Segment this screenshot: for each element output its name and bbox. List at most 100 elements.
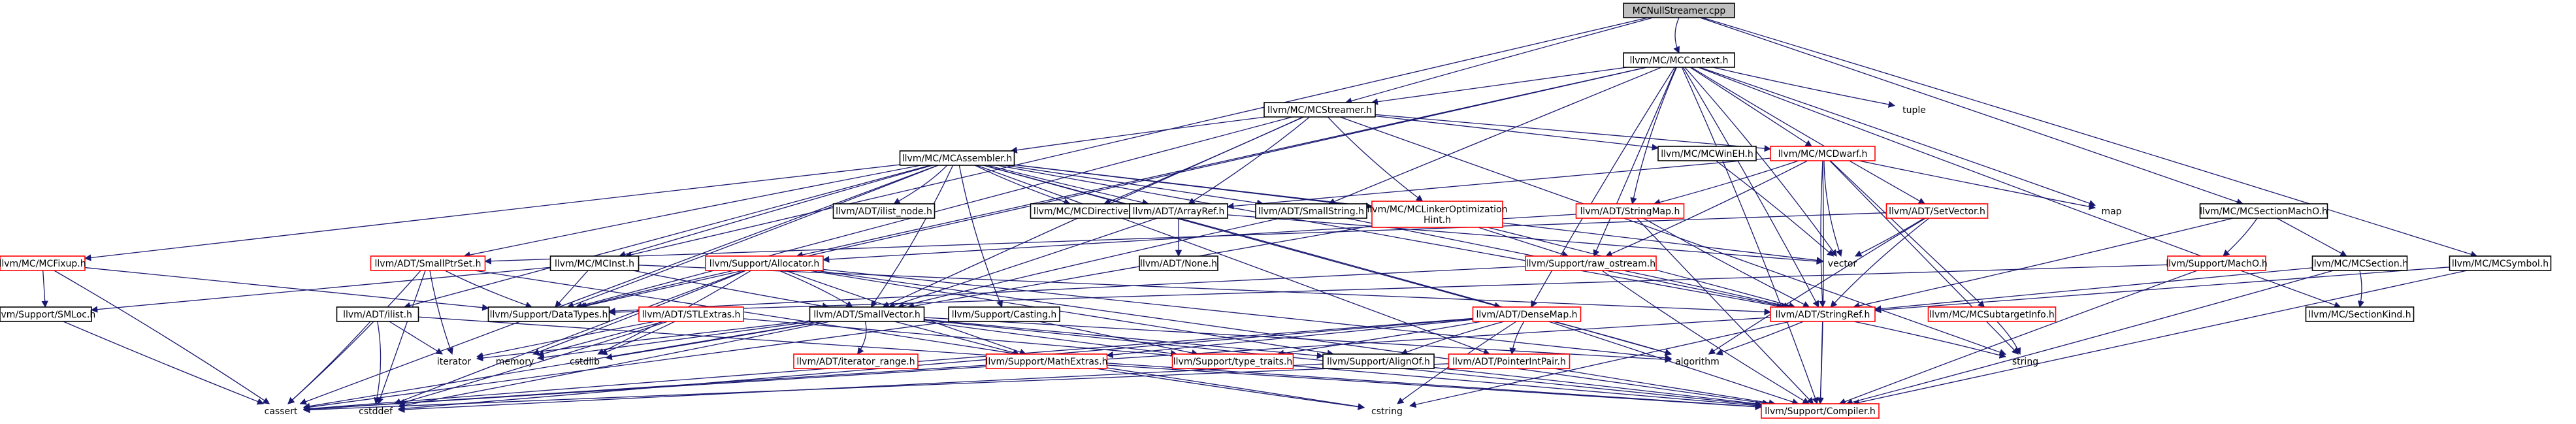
edge-mccontext-to-sectionkind: [1698, 67, 2341, 308]
node-smallvector[interactable]: llvm/ADT/SmallVector.h: [809, 306, 925, 322]
node-label: llvm/Support/AlignOf.h: [1327, 357, 1430, 367]
node-mcsymbol[interactable]: llvm/MC/MCSymbol.h: [2449, 255, 2552, 271]
node-cstddef[interactable]: cstddef: [353, 404, 399, 418]
node-label: llvm/ADT/StringRef.h: [1776, 310, 1870, 320]
node-ilist[interactable]: llvm/ADT/ilist.h: [336, 306, 419, 322]
edge-mcsectionmacho-to-mcsection: [2276, 218, 2347, 257]
node-typetraits[interactable]: llvm/Support/type_traits.h: [1171, 353, 1294, 369]
edge-densemap-to-pointerintpair: [1509, 321, 1525, 355]
edge-mcfixup-to-datatypes: [84, 267, 489, 311]
edge-smallvector-to-alignof: [924, 319, 1324, 359]
edge-mcfixup-to-smloc: [41, 270, 48, 308]
node-mccontext[interactable]: llvm/MC/MCContext.h: [1623, 52, 1735, 68]
edge-mccontext-to-rawostream: [1593, 67, 1676, 257]
edge-mcsectionmacho-to-macho: [2223, 218, 2258, 257]
node-densemap[interactable]: llvm/ADT/DenseMap.h: [1472, 306, 1582, 322]
node-none[interactable]: llvm/ADT/None.h: [1139, 255, 1218, 271]
node-datatypes[interactable]: llvm/Support/DataTypes.h: [487, 306, 610, 322]
node-mathextras[interactable]: llvm/Support/MathExtras.h: [985, 353, 1108, 369]
node-setvector[interactable]: llvm/ADT/SetVector.h: [1885, 203, 1989, 219]
node-vector[interactable]: vector: [1823, 256, 1862, 270]
node-tuple[interactable]: tuple: [1895, 103, 1934, 117]
node-cstring[interactable]: cstring: [1364, 404, 1410, 418]
node-mcsectionmacho[interactable]: llvm/MC/MCSectionMachO.h: [2199, 203, 2328, 219]
node-iterator[interactable]: iterator: [431, 354, 477, 368]
node-cassert[interactable]: cassert: [258, 404, 304, 418]
node-label: llvm/Support/SMLoc.h: [0, 310, 95, 320]
node-label: llvm/MC/SectionKind.h: [2308, 310, 2411, 320]
node-label: llvm/MC/MCSection.h: [2311, 259, 2408, 269]
node-label: llvm/ADT/ilist_node.h: [836, 206, 932, 217]
node-label: Hint.h: [1424, 215, 1451, 225]
node-root[interactable]: MCNullStreamer.cpp: [1623, 3, 1735, 18]
edge-alignof-to-compiler: [1433, 367, 1763, 407]
edge-allocator-to-smallvector: [778, 270, 853, 308]
edge-rawostream-to-datatypes: [608, 266, 1526, 315]
node-stringmap[interactable]: llvm/ADT/StringMap.h: [1575, 203, 1685, 219]
node-mcwinhe[interactable]: llvm/MC/MCWinEH.h: [1657, 146, 1757, 161]
node-pointerintpair[interactable]: llvm/ADT/PointerIntPair.h: [1448, 353, 1571, 369]
edge-densemap-to-cstddef: [397, 318, 1473, 412]
edge-mccontext-to-mcstreamer: [1371, 67, 1627, 105]
node-stlextras[interactable]: llvm/ADT/STLExtras.h: [638, 306, 744, 322]
node-box: [1371, 201, 1503, 228]
node-box: [0, 306, 92, 322]
edge-root-to-mcsymbol: [1702, 17, 2478, 258]
node-casting[interactable]: llvm/Support/Casting.h: [948, 306, 1060, 322]
node-layer: MCNullStreamer.cpp llvm/MC/MCContext.h tup…: [0, 3, 2552, 419]
edge-mcdwarf-to-stringmap: [1653, 160, 1799, 206]
node-box: [1129, 203, 1228, 219]
node-map[interactable]: map: [2095, 204, 2128, 218]
node-box: [0, 255, 86, 271]
edge-ilist-to-cassert: [287, 321, 371, 404]
node-algorithm[interactable]: algorithm: [1671, 354, 1723, 368]
node-smloc[interactable]: llvm/Support/SMLoc.h: [0, 306, 95, 322]
edge-mcdwarf-to-vector: [1823, 160, 1842, 257]
node-smallptrset[interactable]: llvm/ADT/SmallPtrSet.h: [370, 255, 486, 271]
node-mcdwarf[interactable]: llvm/MC/MCDwarf.h: [1770, 146, 1876, 161]
edge-setvector-to-algorithm: [1708, 218, 1926, 355]
node-label: llvm/ADT/None.h: [1140, 259, 1217, 269]
node-label: llvm/ADT/ArrayRef.h: [1133, 206, 1225, 217]
node-macho[interactable]: llvm/Support/MachO.h: [2166, 255, 2268, 271]
node-cstdlib[interactable]: cstdlib: [564, 354, 606, 368]
node-smallstring[interactable]: llvm/ADT/SmallString.h: [1255, 203, 1367, 219]
node-box: [638, 306, 744, 322]
edge-smallvector-to-iteratorrange: [856, 321, 867, 355]
node-label: llvm/MC/MCFixup.h: [0, 259, 86, 269]
node-label: llvm/Support/Allocator.h: [709, 259, 820, 269]
node-allocator[interactable]: llvm/Support/Allocator.h: [705, 255, 824, 271]
node-mcfixup[interactable]: llvm/MC/MCFixup.h: [0, 255, 86, 271]
node-stringref[interactable]: llvm/ADT/StringRef.h: [1770, 306, 1876, 322]
node-arrayref[interactable]: llvm/ADT/ArrayRef.h: [1129, 203, 1228, 219]
node-label: llvm/Support/DataTypes.h: [490, 310, 608, 320]
node-memory[interactable]: memory: [492, 354, 538, 368]
node-ilistnode[interactable]: llvm/ADT/ilist_node.h: [832, 203, 936, 219]
node-box: [2449, 255, 2552, 271]
edge-pointerintpair-to-compiler: [1554, 368, 1776, 406]
node-label: llvm/MC/MCWinEH.h: [1661, 149, 1753, 159]
node-iteratorrange[interactable]: llvm/ADT/iterator_range.h: [793, 353, 919, 369]
edge-stringmap-to-compiler: [1636, 218, 1814, 404]
node-rawostream[interactable]: llvm/Support/raw_ostream.h: [1525, 255, 1657, 271]
node-mcsection[interactable]: llvm/MC/MCSection.h: [2311, 255, 2408, 271]
edge-mcwinhe-to-vector: [1716, 160, 1834, 257]
node-mcassembler[interactable]: llvm/MC/MCAssembler.h: [899, 150, 1015, 166]
node-alignof[interactable]: llvm/Support/AlignOf.h: [1322, 353, 1435, 369]
node-box: [2199, 203, 2328, 219]
node-box: [1657, 146, 1757, 161]
edge-mcassembler-to-arrayref: [986, 165, 1149, 206]
edge-mcassembler-to-pointerintpair: [976, 165, 1491, 355]
node-mcinst[interactable]: llvm/MC/MCInst.h: [549, 255, 640, 271]
node-sectionkind[interactable]: llvm/MC/SectionKind.h: [2305, 306, 2415, 322]
node-mcstreamer[interactable]: llvm/MC/MCStreamer.h: [1264, 102, 1376, 118]
node-string[interactable]: string: [2006, 354, 2045, 368]
node-mcdirectives[interactable]: llvm/MC/MCDirectives.h: [1030, 203, 1146, 219]
edge-allocator-to-algorithm: [823, 269, 1672, 361]
node-compiler[interactable]: llvm/Support/Compiler.h: [1761, 403, 1880, 419]
edge-rawostream-to-compiler: [1601, 270, 1810, 404]
edge-mcsubtarget-to-string: [1997, 321, 2021, 355]
node-mcsubtarget[interactable]: llvm/MC/MCSubtargetInfo.h: [1927, 306, 2057, 322]
